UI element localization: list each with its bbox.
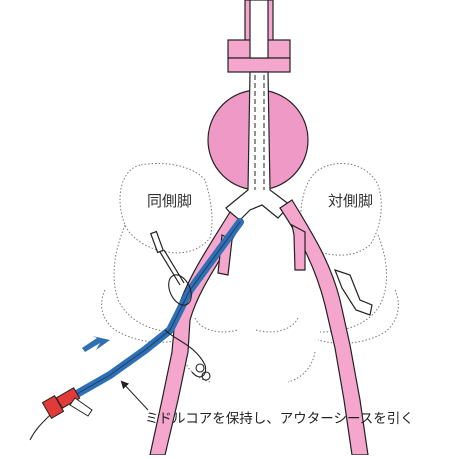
access-needle xyxy=(151,232,184,285)
arrow-left-down-icon xyxy=(82,336,110,352)
sheath-handle xyxy=(30,388,92,440)
label-contralateral: 対側脚 xyxy=(328,190,373,211)
label-ipsilateral: 同側脚 xyxy=(147,190,192,211)
caption-instruction: ミドルコアを保持し、アウターシースを引く xyxy=(145,407,414,427)
pointer-arrow-icon xyxy=(122,382,148,410)
aorta xyxy=(228,0,290,72)
